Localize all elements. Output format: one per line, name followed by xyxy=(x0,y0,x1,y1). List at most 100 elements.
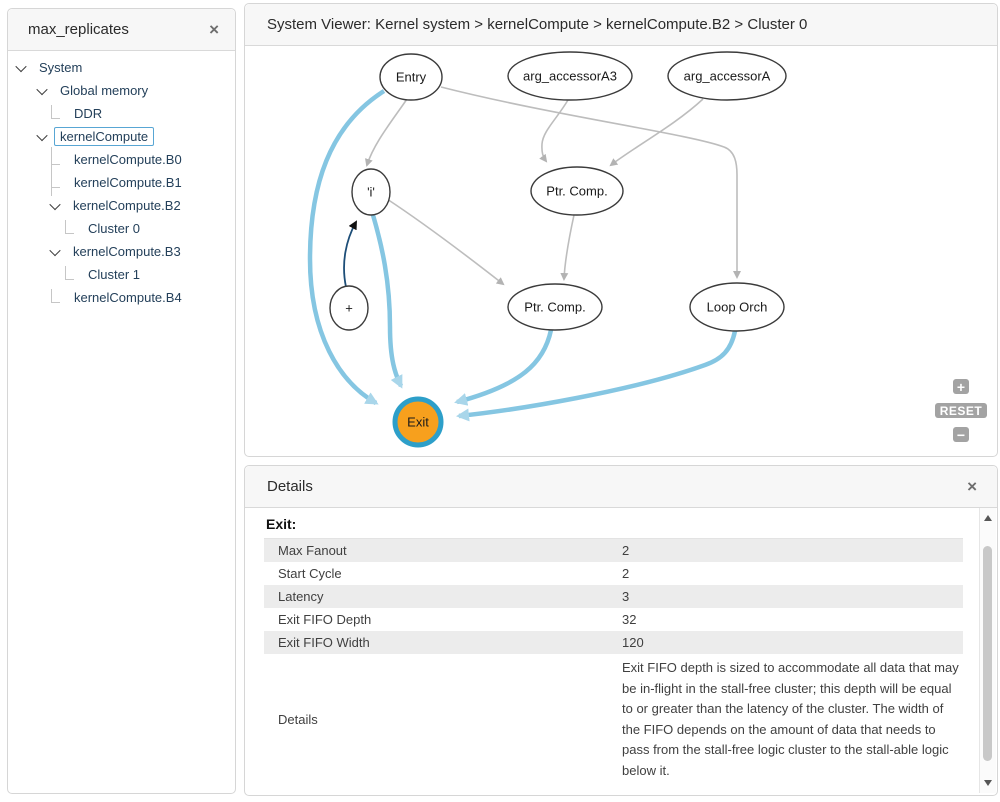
tree-item-kernelcompute[interactable]: kernelCompute xyxy=(8,125,235,148)
chevron-down-icon[interactable] xyxy=(36,83,48,95)
details-heading: Exit: xyxy=(266,516,297,532)
row-label: Details xyxy=(278,712,318,727)
tree-item-kernelcompute-b3[interactable]: kernelCompute.B3 xyxy=(8,240,235,263)
tree-connector-icon xyxy=(65,264,75,286)
scrollbar-thumb[interactable] xyxy=(983,546,992,761)
tree-item-label: System xyxy=(39,60,83,75)
table-row: Exit FIFO Depth 32 xyxy=(264,608,963,631)
tree-item-ddr[interactable]: DDR xyxy=(8,102,235,125)
close-icon[interactable]: × xyxy=(967,477,977,496)
svg-text:Ptr. Comp.: Ptr. Comp. xyxy=(524,300,585,315)
row-value: 3 xyxy=(622,589,630,604)
tree-item-kernelcompute-b4[interactable]: kernelCompute.B4 xyxy=(8,286,235,309)
tree-connector-icon xyxy=(65,218,75,240)
svg-text:'i': 'i' xyxy=(367,185,375,200)
edge-arg-accessor-a3-to-ptr-comp xyxy=(539,99,569,163)
edge-i-to-ptr-comp xyxy=(386,198,505,286)
zoom-in-button[interactable]: + xyxy=(953,379,969,395)
svg-text:arg_accessorA3: arg_accessorA3 xyxy=(523,69,617,84)
tree-item-label: kernelCompute.B0 xyxy=(74,152,182,167)
system-viewer-panel: System Viewer: Kernel system > kernelCom… xyxy=(244,3,998,457)
node-plus[interactable]: + xyxy=(329,285,369,331)
zoom-controls: + RESET − xyxy=(935,379,989,447)
sidebar-header: max_replicates × xyxy=(8,9,235,51)
node-loop-orch[interactable]: Loop Orch xyxy=(689,282,785,332)
edge-i-to-exit xyxy=(370,214,404,389)
row-value: 120 xyxy=(622,635,644,650)
edge-entry-to-exit xyxy=(307,89,386,405)
svg-text:Exit: Exit xyxy=(407,415,429,430)
node-ptr-comp-bottom[interactable]: Ptr. Comp. xyxy=(507,283,603,331)
edge-arg-accessor-a-to-ptr-comp xyxy=(609,98,704,167)
tree-item-label: kernelCompute xyxy=(54,127,155,146)
table-row: Exit FIFO Width 120 xyxy=(264,631,963,654)
svg-text:arg_accessorA: arg_accessorA xyxy=(684,69,771,84)
details-title: Details xyxy=(267,478,313,495)
table-row: Details Exit FIFO depth is sized to accom… xyxy=(264,654,963,785)
breadcrumb: System Viewer: Kernel system > kernelCom… xyxy=(267,16,808,33)
table-row: Max Fanout 2 xyxy=(264,539,963,562)
system-viewer-header: System Viewer: Kernel system > kernelCom… xyxy=(245,4,997,46)
node-arg-accessor-a3[interactable]: arg_accessorA3 xyxy=(507,51,633,101)
svg-text:Ptr. Comp.: Ptr. Comp. xyxy=(546,184,607,199)
chevron-down-icon[interactable] xyxy=(36,129,48,141)
row-value: 32 xyxy=(622,612,637,627)
tree-item-global-memory[interactable]: Global memory xyxy=(8,79,235,102)
tree-item-cluster-1[interactable]: Cluster 1 xyxy=(8,263,235,286)
tree-item-label: Global memory xyxy=(60,83,149,98)
edge-plus-to-i xyxy=(343,220,357,288)
edge-ptr-comp-to-ptr-comp xyxy=(560,214,575,281)
row-label: Exit FIFO Depth xyxy=(278,612,372,627)
chevron-down-icon[interactable] xyxy=(15,60,27,72)
tree-item-system[interactable]: System xyxy=(8,56,235,79)
node-i[interactable]: 'i' xyxy=(351,168,391,216)
zoom-reset-button[interactable]: RESET xyxy=(935,403,987,418)
tree-connector-icon xyxy=(51,103,61,125)
tree-item-label: DDR xyxy=(74,106,103,121)
edge-loop-orch-to-exit xyxy=(456,330,738,422)
node-ptr-comp-top[interactable]: Ptr. Comp. xyxy=(530,166,624,216)
row-value: Exit FIFO depth is sized to accommodate … xyxy=(622,660,959,778)
row-label: Max Fanout xyxy=(278,543,347,558)
edge-entry-to-loop-orch xyxy=(440,86,741,279)
tree-item-kernelcompute-b0[interactable]: kernelCompute.B0 xyxy=(8,146,235,173)
tree-item-cluster-0[interactable]: Cluster 0 xyxy=(8,217,235,240)
scroll-up-icon[interactable] xyxy=(984,515,992,521)
tree-item-kernelcompute-b1[interactable]: kernelCompute.B1 xyxy=(8,169,235,196)
tree-item-label: kernelCompute.B2 xyxy=(73,198,181,213)
edge-ptr-comp-to-exit xyxy=(454,329,554,406)
zoom-out-button[interactable]: − xyxy=(953,427,969,443)
tree-item-kernelcompute-b2[interactable]: kernelCompute.B2 xyxy=(8,194,235,217)
scroll-down-icon[interactable] xyxy=(984,780,992,786)
chevron-down-icon[interactable] xyxy=(49,198,61,210)
tree-item-label: Cluster 0 xyxy=(88,221,141,236)
edge-entry-to-i xyxy=(365,98,408,167)
tree-connector-icon xyxy=(51,287,61,309)
row-label: Start Cycle xyxy=(278,566,342,581)
chevron-down-icon[interactable] xyxy=(49,244,61,256)
tree-item-label: Cluster 1 xyxy=(88,267,141,282)
row-label: Latency xyxy=(278,589,324,604)
system-graph: Entry arg_accessorA3 arg_accessorA 'i' P… xyxy=(307,51,787,448)
tree-item-label: kernelCompute.B1 xyxy=(74,175,182,190)
tree-connector-icon xyxy=(51,146,61,173)
node-entry[interactable]: Entry xyxy=(379,53,443,101)
svg-text:Entry: Entry xyxy=(396,70,427,85)
node-exit[interactable]: Exit xyxy=(392,396,444,448)
tree-connector-icon xyxy=(51,169,61,196)
details-header: Details × xyxy=(245,466,997,508)
sidebar-title: max_replicates xyxy=(28,21,129,38)
row-value: 2 xyxy=(622,543,630,558)
row-label: Exit FIFO Width xyxy=(278,635,370,650)
tree-item-label: kernelCompute.B4 xyxy=(74,290,182,305)
graph-canvas[interactable]: Entry arg_accessorA3 arg_accessorA 'i' P… xyxy=(245,46,997,455)
close-icon[interactable]: × xyxy=(209,20,219,39)
details-scrollbar[interactable] xyxy=(979,508,996,793)
node-arg-accessor-a[interactable]: arg_accessorA xyxy=(667,51,787,101)
